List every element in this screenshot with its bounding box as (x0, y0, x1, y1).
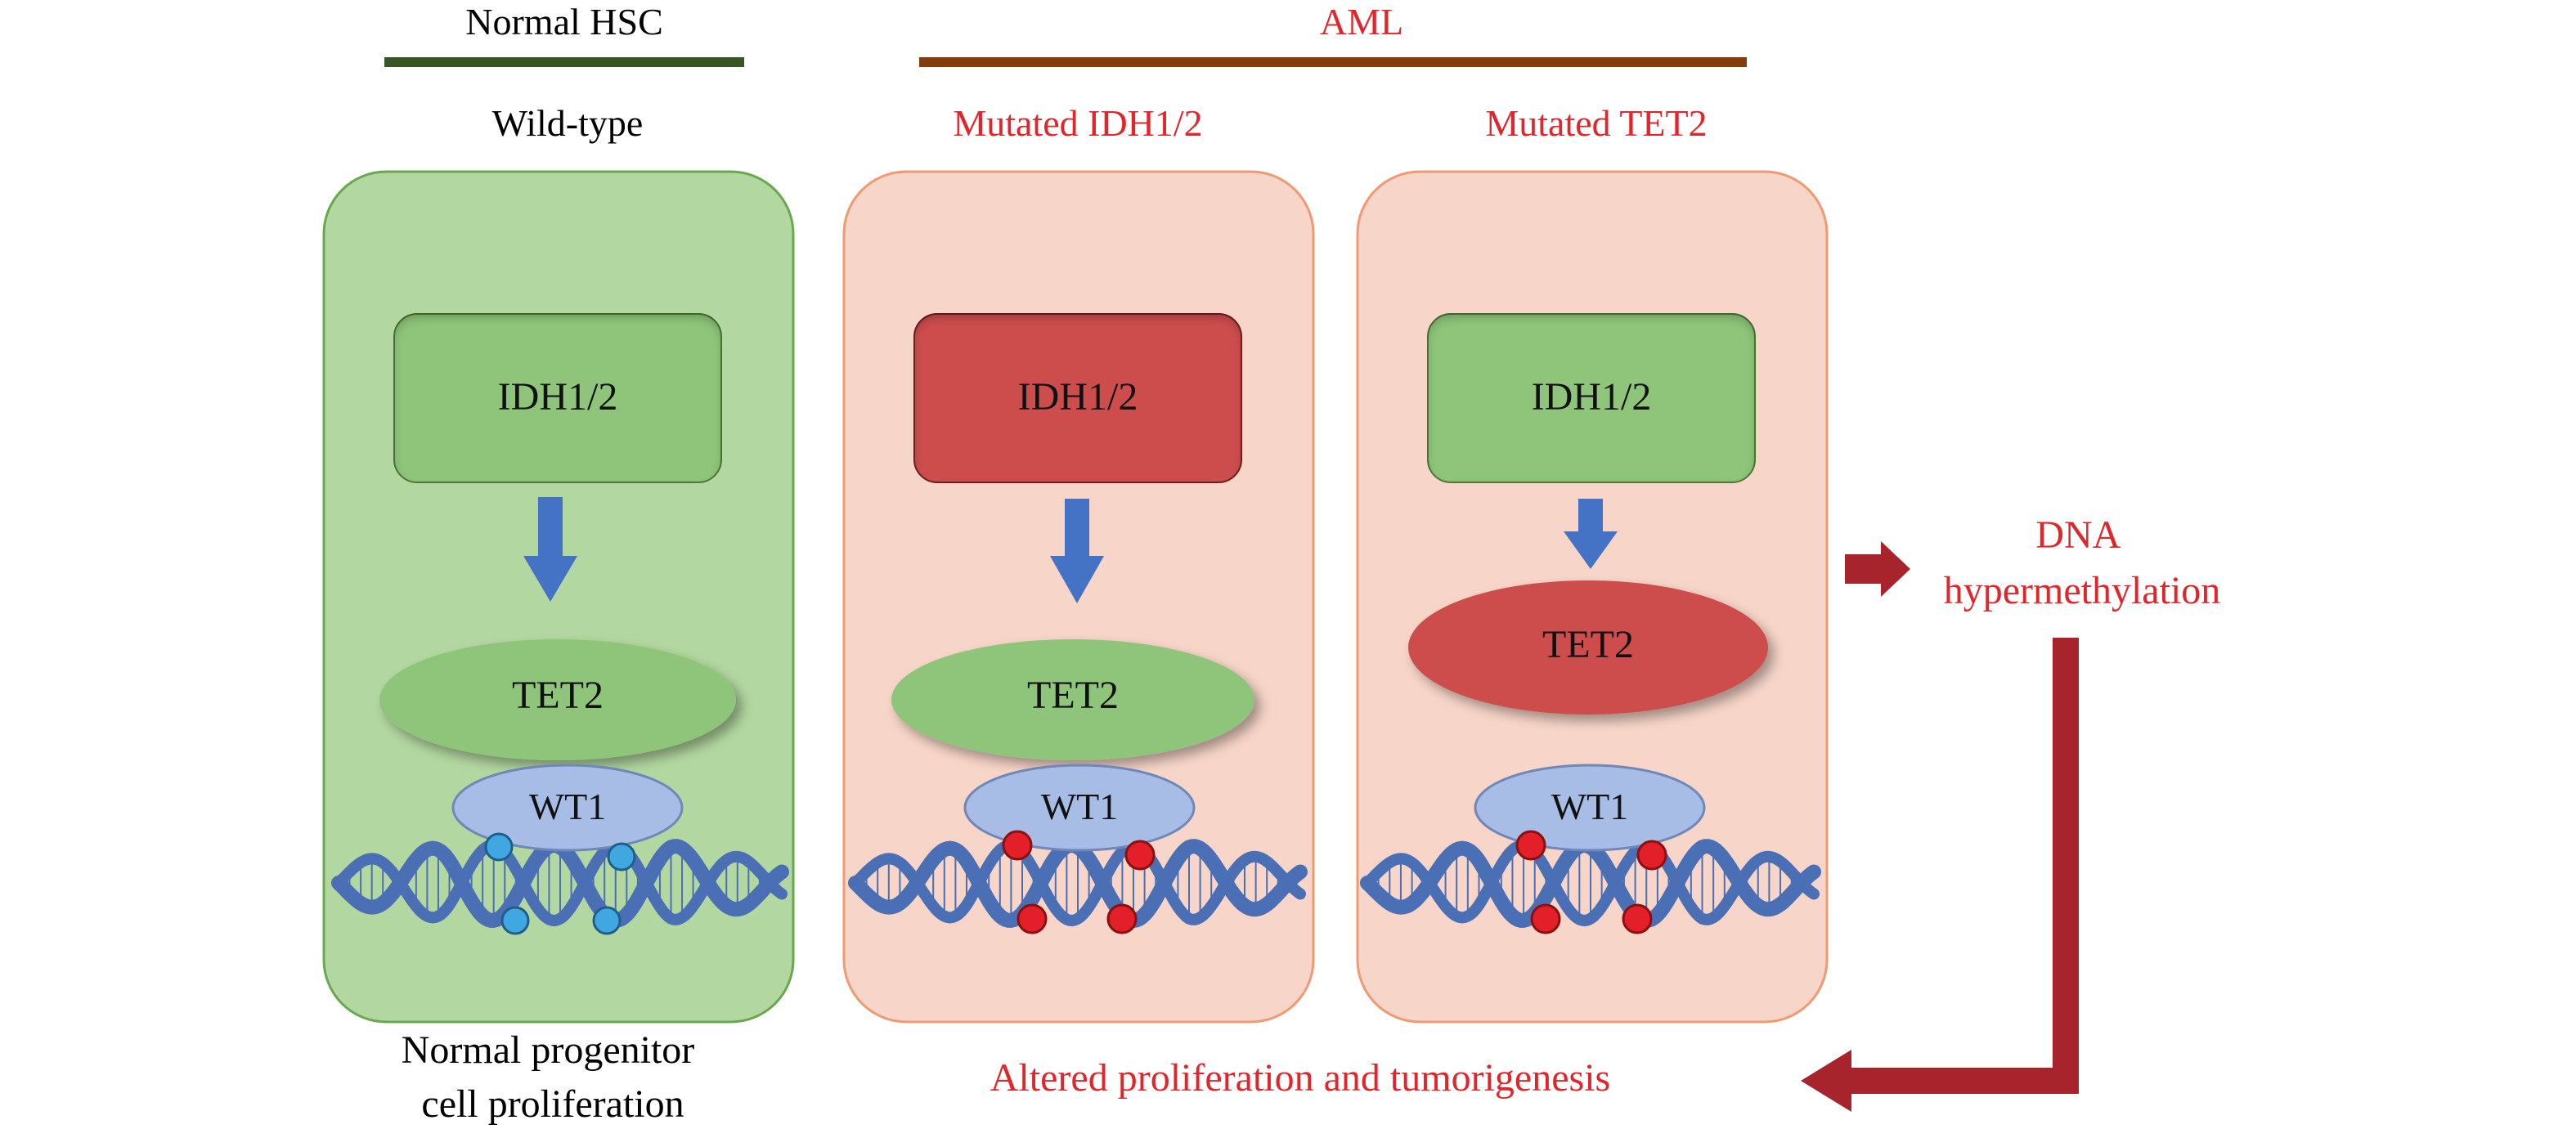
aml-header: AML (1320, 1, 1403, 43)
idh-box (393, 313, 722, 483)
wt1-ellipse (451, 764, 684, 852)
right-arrow-icon (1845, 541, 1910, 597)
panel-subtitle-mutated-idh: Mutated IDH1/2 (953, 102, 1202, 144)
wt1-ellipse (963, 764, 1196, 852)
idh-label: IDH1/2 (498, 375, 618, 419)
methylated-sites (1002, 830, 1156, 934)
unmethylated-sites (484, 832, 636, 935)
tet2-label: TET2 (1027, 674, 1119, 717)
panel-subtitle-wild-type: Wild-type (492, 102, 644, 144)
panel-mutated-tet2: IDH1/2 TET2 WT1 (1356, 170, 1829, 1024)
normal-hsc-header: Normal HSC (465, 1, 663, 43)
wt1-label: WT1 (1551, 786, 1629, 827)
wt1-label: WT1 (1041, 786, 1119, 827)
normal-outcome-line1: Normal progenitor (402, 1028, 695, 1072)
tet2-ellipse (891, 639, 1254, 760)
down-arrow-icon (1564, 499, 1618, 569)
altered-outcome-label: Altered proliferation and tumorigenesis (990, 1056, 1610, 1100)
down-arrow-icon (1050, 499, 1104, 603)
elbow-arrow-icon (1801, 638, 2079, 1112)
tet2-label: TET2 (1542, 623, 1634, 666)
panel-wild-type: IDH1/2 TET2 WT1 (322, 170, 795, 1024)
normal-outcome-label: Normal progenitor cell proliferation (402, 1028, 705, 1126)
panel-subtitle-mutated-tet2: Mutated TET2 (1485, 102, 1707, 144)
idh-label: IDH1/2 (1018, 375, 1138, 419)
tet2-ellipse-mutated (1408, 580, 1768, 715)
wt1-label: WT1 (529, 786, 607, 827)
dna-hypermethylation-line1: DNA (2035, 513, 2120, 557)
tet2-label: TET2 (512, 674, 604, 717)
panel-mutated-idh: IDH1/2 TET2 WT1 (842, 170, 1315, 1024)
normal-hsc-bar (384, 57, 744, 67)
idh-box-mutated (913, 313, 1242, 483)
methylated-sites (1515, 830, 1667, 934)
normal-outcome-line2: cell proliferation (421, 1082, 684, 1126)
idh-label: IDH1/2 (1532, 375, 1652, 419)
dna-hypermethylation-line2: hypermethylation (1944, 569, 2221, 612)
idh-box (1427, 313, 1756, 483)
wt1-ellipse (1474, 764, 1706, 852)
down-arrow-icon (523, 497, 577, 602)
dna-hypermethylation-label: DNA hypermethylation (1944, 513, 2221, 612)
aml-bar (919, 57, 1747, 67)
tet2-ellipse (379, 639, 736, 760)
